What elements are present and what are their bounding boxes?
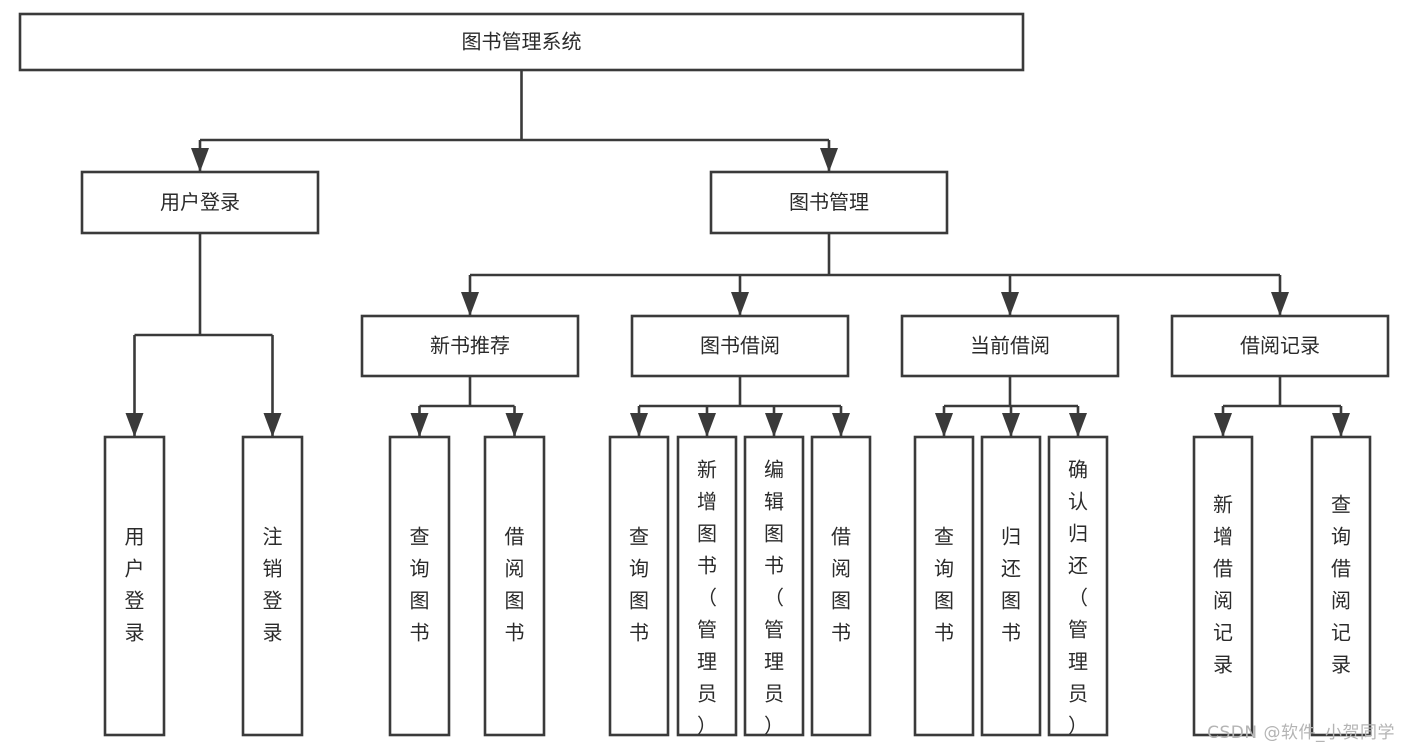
- arrow-head-icon: [832, 413, 850, 437]
- leaf-归还图书[interactable]: 归还图书: [980, 435, 1042, 737]
- node-rect: [241, 435, 304, 737]
- node-rect: [676, 435, 738, 737]
- node-label: 编辑图书（管理员）: [764, 458, 784, 738]
- arrow-head-icon: [191, 148, 209, 172]
- node-图书借阅[interactable]: 图书借阅: [630, 314, 850, 378]
- node-rect: [630, 314, 850, 378]
- node-rect: [608, 435, 670, 737]
- arrow-head-icon: [698, 413, 716, 437]
- node-label: 新增借阅记录: [1213, 493, 1233, 677]
- node-label: 归还图书: [1001, 525, 1021, 645]
- node-label: 查询图书: [934, 525, 954, 645]
- node-label: 新书推荐: [430, 334, 510, 358]
- node-label: 查询图书: [410, 525, 430, 645]
- arrow-head-icon: [1069, 413, 1087, 437]
- node-rect: [743, 435, 805, 737]
- leaf-查询借阅记录[interactable]: 查询借阅记录: [1310, 435, 1372, 737]
- node-rect: [709, 170, 949, 235]
- arrow-head-icon: [1332, 413, 1350, 437]
- node-rect: [80, 170, 320, 235]
- nodes-layer: 图书管理系统用户登录图书管理新书推荐图书借阅当前借阅借阅记录用户登录注销登录查询…: [18, 12, 1390, 738]
- arrow-head-icon: [263, 413, 282, 437]
- leaf-确认归还管理员[interactable]: 确认归还（管理员）: [1047, 435, 1109, 738]
- leaf-注销登录[interactable]: 注销登录: [241, 435, 304, 737]
- leaf-新增借阅记录[interactable]: 新增借阅记录: [1192, 435, 1254, 737]
- node-新书推荐[interactable]: 新书推荐: [360, 314, 580, 378]
- arrow-head-icon: [410, 413, 429, 437]
- arrow-head-icon: [1001, 292, 1019, 316]
- arrow-head-icon: [731, 292, 749, 316]
- leaf-新增图书管理员[interactable]: 新增图书（管理员）: [676, 435, 738, 738]
- arrow-head-icon: [820, 148, 838, 172]
- node-图书管理[interactable]: 图书管理: [709, 170, 949, 235]
- node-label: 注销登录: [263, 525, 283, 645]
- node-rect: [1310, 435, 1372, 737]
- node-label: 当前借阅: [970, 334, 1050, 358]
- node-label: 确认归还（管理员）: [1068, 458, 1088, 738]
- node-rect: [900, 314, 1120, 378]
- node-label: 用户登录: [160, 190, 240, 214]
- leaf-编辑图书管理员[interactable]: 编辑图书（管理员）: [743, 435, 805, 738]
- node-label: 图书管理系统: [462, 30, 582, 54]
- node-label: 借阅图书: [505, 525, 525, 645]
- node-当前借阅[interactable]: 当前借阅: [900, 314, 1120, 378]
- node-rect: [913, 435, 975, 737]
- node-用户登录[interactable]: 用户登录: [80, 170, 320, 235]
- arrow-head-icon: [630, 413, 648, 437]
- arrow-head-icon: [505, 413, 524, 437]
- node-rect: [1047, 435, 1109, 737]
- connectors-layer: [125, 70, 1350, 437]
- arrow-head-icon: [461, 292, 479, 316]
- node-label: 用户登录: [125, 525, 145, 645]
- node-rect: [18, 12, 1025, 72]
- node-label: 查询图书: [629, 525, 649, 645]
- node-label: 图书管理: [789, 190, 869, 214]
- leaf-借阅图书[interactable]: 借阅图书: [483, 435, 546, 737]
- arrow-head-icon: [765, 413, 783, 437]
- node-label: 借阅记录: [1240, 334, 1320, 358]
- leaf-用户登录[interactable]: 用户登录: [103, 435, 166, 737]
- node-label: 查询借阅记录: [1331, 493, 1351, 677]
- leaf-查询图书[interactable]: 查询图书: [608, 435, 670, 737]
- node-图书管理系统[interactable]: 图书管理系统: [18, 12, 1025, 72]
- node-rect: [1192, 435, 1254, 737]
- leaf-查询图书[interactable]: 查询图书: [913, 435, 975, 737]
- node-rect: [483, 435, 546, 737]
- node-rect: [103, 435, 166, 737]
- arrow-head-icon: [125, 413, 144, 437]
- node-rect: [388, 435, 451, 737]
- node-rect: [810, 435, 872, 737]
- arrow-head-icon: [1214, 413, 1232, 437]
- arrow-head-icon: [935, 413, 953, 437]
- node-rect: [980, 435, 1042, 737]
- leaf-查询图书[interactable]: 查询图书: [388, 435, 451, 737]
- arrow-head-icon: [1002, 413, 1020, 437]
- leaf-借阅图书[interactable]: 借阅图书: [810, 435, 872, 737]
- node-label: 借阅图书: [831, 525, 851, 645]
- node-rect: [360, 314, 580, 378]
- arrow-head-icon: [1271, 292, 1289, 316]
- node-label: 新增图书（管理员）: [697, 458, 717, 738]
- node-借阅记录[interactable]: 借阅记录: [1170, 314, 1390, 378]
- node-label: 图书借阅: [700, 334, 780, 358]
- node-rect: [1170, 314, 1390, 378]
